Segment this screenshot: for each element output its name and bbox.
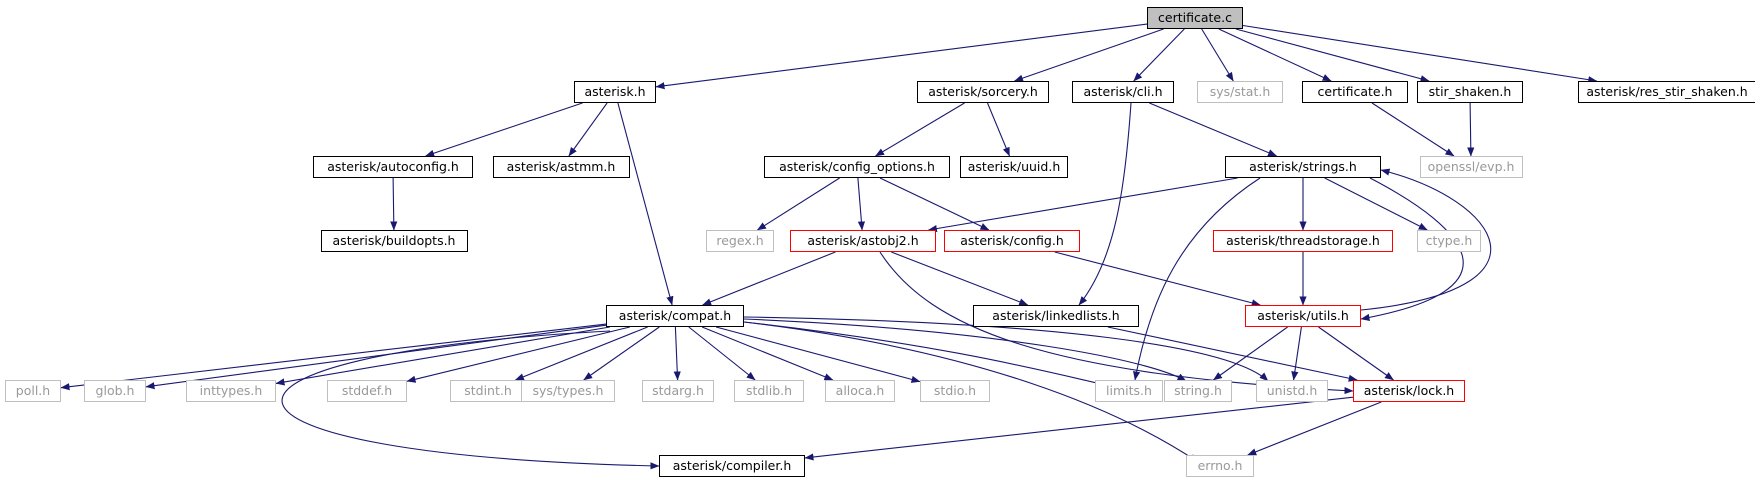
node-limits-h[interactable]: limits.h bbox=[1095, 380, 1163, 402]
edge-strings-h-to-ctype-h bbox=[1324, 177, 1428, 231]
edge-compat-h-to-inttypes-h bbox=[275, 326, 610, 386]
edge-compat-h-to-limits-h bbox=[743, 321, 1111, 388]
edge-astobj2-h-to-compat-h bbox=[702, 251, 836, 306]
node-ctype-h[interactable]: ctype.h bbox=[1417, 230, 1481, 252]
node-strings-h[interactable]: asterisk/strings.h bbox=[1225, 156, 1381, 178]
edge-compat-h-to-stdio-h bbox=[715, 326, 921, 383]
edge-compat-h-to-compiler-h bbox=[281, 330, 660, 470]
edge-config-options-h-to-astobj2-h bbox=[857, 177, 865, 231]
edge-compat-h-to-stdlib-h bbox=[688, 326, 756, 381]
edge-compat-h-to-sys-types-h bbox=[583, 326, 660, 381]
edge-compat-h-to-stddef-h bbox=[406, 326, 630, 383]
edge-autoconfig-h-to-buildopts-h bbox=[390, 177, 398, 231]
edge-config-h-to-utils-h bbox=[1054, 251, 1261, 307]
node-astmm-h[interactable]: asterisk/astmm.h bbox=[492, 156, 630, 178]
edge-compat-h-to-alloca-h bbox=[701, 326, 834, 381]
node-compiler-h[interactable]: asterisk/compiler.h bbox=[659, 455, 805, 477]
node-string-h[interactable]: string.h bbox=[1164, 380, 1232, 402]
node-autoconfig-h[interactable]: asterisk/autoconfig.h bbox=[313, 156, 473, 178]
node-sys-types-h[interactable]: sys/types.h bbox=[521, 380, 615, 402]
edge-compat-h-to-unistd-h bbox=[743, 316, 1269, 382]
edge-linkedlists-h-to-lock-h bbox=[1107, 326, 1358, 382]
node-stddef-h[interactable]: stddef.h bbox=[327, 380, 407, 402]
node-compat-h[interactable]: asterisk/compat.h bbox=[606, 305, 744, 327]
node-regex-h[interactable]: regex.h bbox=[706, 230, 774, 252]
node-stir-shaken-h[interactable]: stir_shaken.h bbox=[1417, 81, 1523, 103]
node-sys-stat-h[interactable]: sys/stat.h bbox=[1197, 81, 1283, 103]
node-stdint-h[interactable]: stdint.h bbox=[450, 380, 526, 402]
edge-certificate-c-to-asterisk-h bbox=[655, 23, 1148, 90]
node-threadstorage-h[interactable]: asterisk/threadstorage.h bbox=[1213, 230, 1393, 252]
edge-compat-h-to-stdint-h bbox=[514, 326, 648, 381]
edge-compat-h-to-string-h bbox=[743, 318, 1187, 382]
edge-astobj2-h-to-lock-h bbox=[879, 251, 1354, 395]
node-cli-h[interactable]: asterisk/cli.h bbox=[1072, 81, 1174, 103]
edge-strings-h-to-limits-h bbox=[1133, 177, 1261, 381]
node-openssl-evp-h[interactable]: openssl/evp.h bbox=[1419, 156, 1523, 178]
edge-config-options-h-to-config-h bbox=[879, 177, 990, 231]
node-astobj2-h[interactable]: asterisk/astobj2.h bbox=[790, 230, 936, 252]
node-certificate-h[interactable]: certificate.h bbox=[1302, 81, 1408, 103]
edge-utils-h-to-strings-h bbox=[1360, 168, 1492, 311]
edge-certificate-c-to-sys-stat-h bbox=[1201, 28, 1234, 82]
edge-asterisk-h-to-compat-h bbox=[617, 102, 674, 306]
node-buildopts-h[interactable]: asterisk/buildopts.h bbox=[320, 230, 468, 252]
edge-certificate-c-to-sorcery-h bbox=[1014, 28, 1164, 82]
node-linkedlists-h[interactable]: asterisk/linkedlists.h bbox=[973, 305, 1139, 327]
edge-certificate-h-to-openssl-evp-h bbox=[1371, 102, 1455, 157]
node-stdarg-h[interactable]: stdarg.h bbox=[642, 380, 714, 402]
node-glob-h[interactable]: glob.h bbox=[84, 380, 146, 402]
node-utils-h[interactable]: asterisk/utils.h bbox=[1245, 305, 1361, 327]
edge-strings-h-to-utils-h bbox=[1360, 177, 1464, 322]
node-poll-h[interactable]: poll.h bbox=[5, 380, 61, 402]
node-config-options-h[interactable]: asterisk/config_options.h bbox=[764, 156, 950, 178]
edge-compat-h-to-glob-h bbox=[145, 324, 607, 390]
edge-lock-h-to-compiler-h bbox=[804, 396, 1354, 461]
edge-asterisk-h-to-astmm-h bbox=[568, 102, 608, 157]
edge-certificate-c-to-cli-h bbox=[1133, 28, 1185, 82]
node-certificate-c[interactable]: certificate.c bbox=[1147, 7, 1243, 29]
node-lock-h[interactable]: asterisk/lock.h bbox=[1353, 380, 1465, 402]
node-asterisk-h[interactable]: asterisk.h bbox=[574, 81, 656, 103]
node-config-h[interactable]: asterisk/config.h bbox=[944, 230, 1080, 252]
edge-strings-h-to-astobj2-h bbox=[927, 177, 1238, 233]
edge-config-options-h-to-regex-h bbox=[757, 177, 840, 231]
node-inttypes-h[interactable]: inttypes.h bbox=[186, 380, 276, 402]
node-unistd-h[interactable]: unistd.h bbox=[1256, 380, 1328, 402]
node-stdio-h[interactable]: stdio.h bbox=[920, 380, 990, 402]
node-stdlib-h[interactable]: stdlib.h bbox=[734, 380, 804, 402]
node-sorcery-h[interactable]: asterisk/sorcery.h bbox=[917, 81, 1049, 103]
edge-compat-h-to-poll-h bbox=[60, 323, 607, 391]
edge-utils-h-to-lock-h bbox=[1318, 326, 1394, 381]
edge-cli-h-to-strings-h bbox=[1149, 102, 1278, 157]
edge-lock-h-to-errno-h bbox=[1247, 401, 1382, 456]
edge-stir-shaken-h-to-openssl-evp-h bbox=[1467, 102, 1475, 157]
edge-compat-h-to-stdarg-h bbox=[673, 326, 681, 381]
edge-certificate-c-to-stir-shaken-h bbox=[1235, 28, 1430, 83]
edge-utils-h-to-unistd-h bbox=[1291, 326, 1302, 381]
edge-astobj2-h-to-linkedlists-h bbox=[891, 251, 1029, 306]
edge-asterisk-h-to-autoconfig-h bbox=[425, 102, 583, 157]
node-uuid-h[interactable]: asterisk/uuid.h bbox=[960, 156, 1068, 178]
edge-compat-h-to-errno-h bbox=[743, 321, 1199, 463]
edge-sorcery-h-to-uuid-h bbox=[986, 102, 1011, 157]
edge-cli-h-to-linkedlists-h bbox=[1078, 102, 1132, 306]
node-alloca-h[interactable]: alloca.h bbox=[825, 380, 895, 402]
node-res-stir-shaken-h[interactable]: asterisk/res_stir_shaken.h bbox=[1578, 81, 1755, 103]
node-errno-h[interactable]: errno.h bbox=[1186, 455, 1254, 477]
edge-sorcery-h-to-config-options-h bbox=[875, 102, 965, 157]
edge-certificate-c-to-certificate-h bbox=[1218, 28, 1332, 82]
edge-utils-h-to-string-h bbox=[1213, 326, 1288, 381]
edge-certificate-c-to-res-stir-shaken-h bbox=[1242, 24, 1598, 84]
